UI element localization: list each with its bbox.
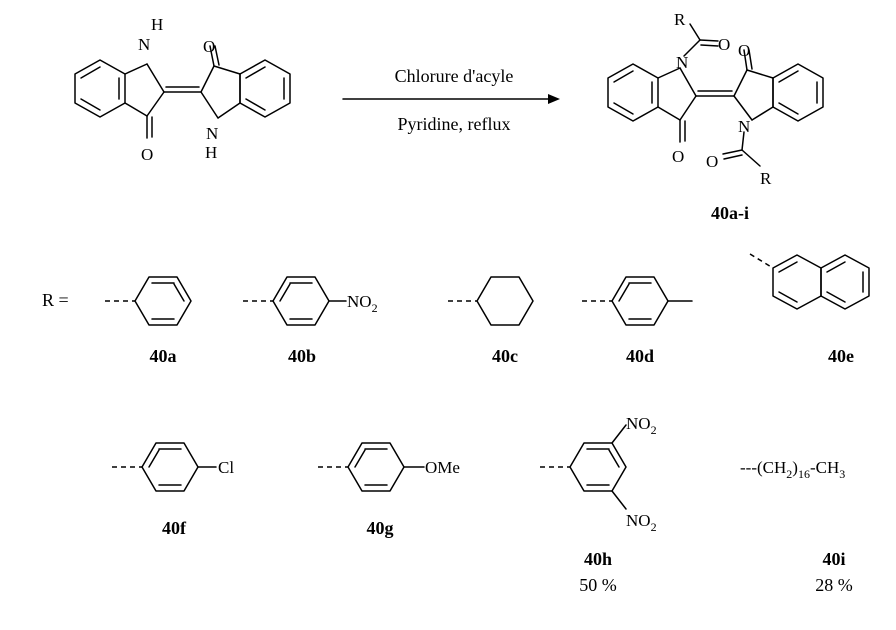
product-structure: R O N O N O O R 40a-i [607,10,824,223]
formula-40h-top: NO2 [626,414,657,437]
label-40b: 40b [288,346,316,366]
substituent-40i: ---(CH2)16-CH3 40i 28 % [740,458,853,595]
atom-r: R [674,10,686,29]
reagent-text: Chlorure d'acyle [395,66,514,86]
atom-o: O [141,145,153,164]
yield-40h: 50 % [579,575,617,595]
atom-o: O [706,152,718,171]
atom-nh: N [206,124,218,143]
atom-r: R [760,169,772,188]
label-40i: 40i [822,549,845,569]
label-40c: 40c [492,346,518,366]
atom-o: O [672,147,684,166]
atom-h: H [205,143,217,162]
formula-40i: ---(CH2)16-CH3 [740,458,845,481]
formula-40g: OMe [425,458,460,477]
substituent-40g: OMe 40g [318,442,460,538]
substituent-40d: 40d [582,276,693,366]
atom-o: O [203,37,215,56]
formula-40f: Cl [218,458,234,477]
conditions-text: Pyridine, reflux [398,114,511,134]
atom-h: H [151,15,163,34]
formula-40h-bottom: NO2 [626,511,657,534]
reaction-arrow: Chlorure d'acyle Pyridine, reflux [342,66,560,134]
label-40g: 40g [367,518,394,538]
label-40a: 40a [150,346,177,366]
substituent-40h: NO2 NO2 40h 50 % [540,414,657,595]
atom-o: O [718,35,730,54]
product-label: 40a-i [711,203,749,223]
atom-n: N [738,117,750,136]
yield-40i: 28 % [815,575,853,595]
label-40e: 40e [828,346,854,366]
label-40f: 40f [162,518,187,538]
substituent-40f: Cl 40f [112,442,234,538]
formula-40b: NO2 [347,292,378,315]
atom-n: N [676,53,688,72]
label-40d: 40d [626,346,654,366]
substituent-40e: 40e [749,253,870,366]
r-equals-label: R = [42,290,69,310]
indigo-structure: H N O O N H [74,15,291,164]
atom-nh: N [138,35,150,54]
substituent-40b: NO2 40b [243,276,378,366]
substituent-40c: 40c [448,276,534,366]
atom-o: O [738,41,750,60]
label-40h: 40h [584,549,612,569]
substituent-40a: 40a [105,276,192,366]
